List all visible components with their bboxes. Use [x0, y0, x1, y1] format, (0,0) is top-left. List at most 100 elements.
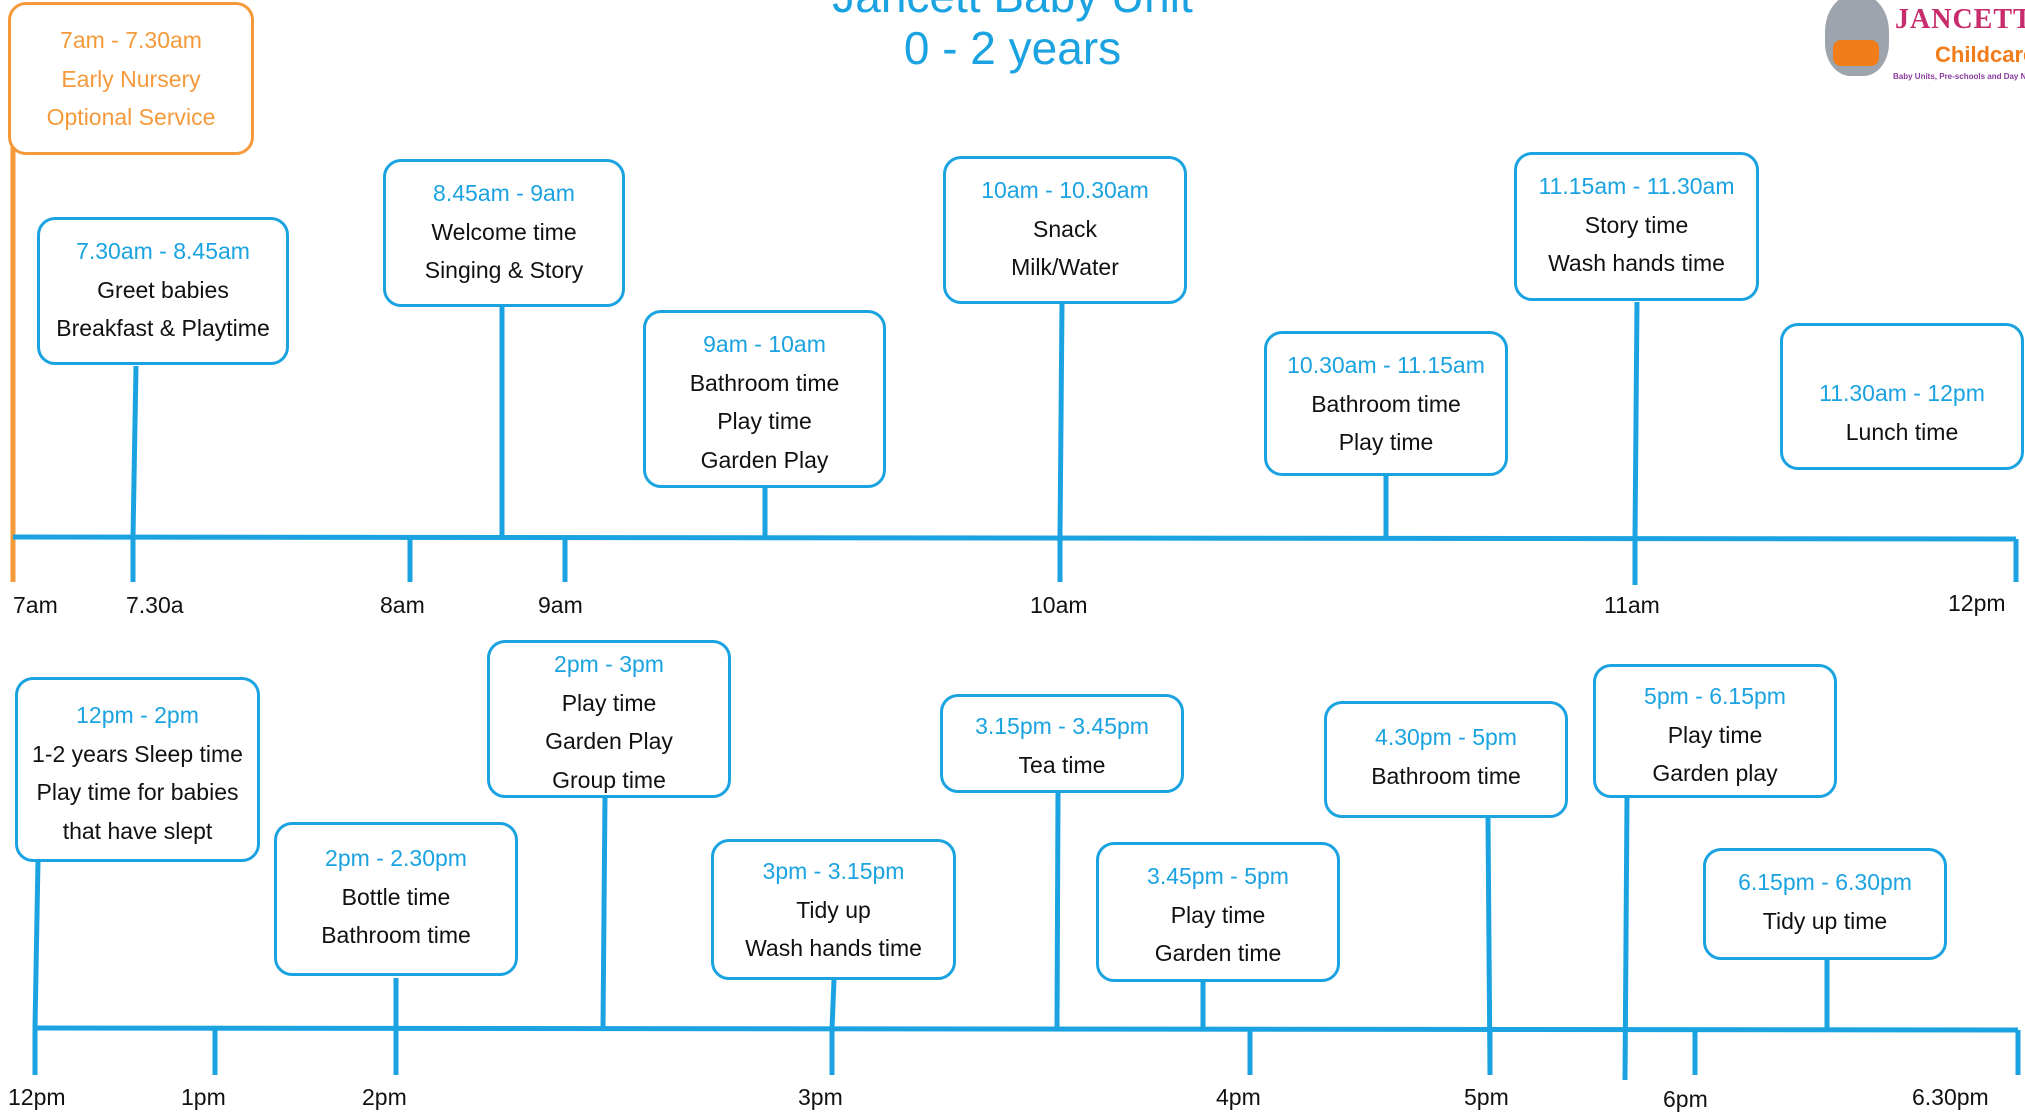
activity-line: Greet babies: [97, 276, 229, 303]
tick-label-8am: 8am: [380, 592, 425, 618]
activity-box-tidy-615: 6.15pm - 6.30pm Tidy up time: [1703, 848, 1947, 960]
activity-line: Wash hands time: [745, 935, 922, 961]
activity-time: 11.15am - 11.30am: [1538, 173, 1735, 199]
activity-line: Play time: [717, 408, 812, 434]
activity-box-greet: 7.30am - 8.45am Greet babies Breakfast &…: [37, 217, 289, 365]
activity-box-welcome: 8.45am - 9am Welcome time Singing & Stor…: [383, 159, 625, 307]
activity-line: Story time: [1584, 211, 1689, 238]
activity-line: Singing & Story: [424, 257, 584, 283]
early-nursery-line-1: Early Nursery: [61, 65, 201, 92]
activity-time: 9am - 10am: [703, 331, 826, 357]
activity-time: 5pm - 6.15pm: [1644, 683, 1786, 709]
connector-sleep: [32, 859, 41, 1029]
tick-label-3pm: 3pm: [798, 1084, 843, 1110]
activity-time: 10.30am - 11.15am: [1287, 352, 1485, 378]
page-subtitle: 0 - 2 years: [903, 22, 1122, 74]
activity-time: 4.30pm - 5pm: [1375, 724, 1517, 750]
activity-box-bathroom-am: 9am - 10am Bathroom time Play time Garde…: [643, 310, 886, 488]
tick-label-7am: 7am: [13, 592, 58, 618]
activity-line: Garden play: [1652, 760, 1778, 786]
activity-box-play-345: 3.45pm - 5pm Play time Garden time: [1096, 842, 1340, 982]
connector-greet: [130, 365, 139, 538]
activity-line: Bathroom time: [689, 369, 840, 396]
activity-line: Play time for babies: [36, 779, 239, 805]
activity-box-story: 11.15am - 11.30am Story time Wash hands …: [1514, 152, 1759, 301]
tick-label-11am: 11am: [1604, 592, 1660, 618]
early-nursery-time: 7am - 7.30am: [60, 27, 202, 53]
activity-time: 10am - 10.30am: [981, 177, 1149, 203]
logo-brand-bottom: Childcare: [1935, 42, 2025, 67]
connector-tea: [1054, 791, 1061, 1030]
logo-tagline: Baby Units, Pre-schools and Day Nurserie…: [1893, 72, 2025, 81]
activity-time: 2pm - 2.30pm: [325, 845, 467, 871]
activity-line: Garden Play: [545, 728, 673, 754]
activity-time: 7.30am - 8.45am: [76, 238, 250, 264]
connector-tidy: [829, 979, 837, 1030]
activity-line: Lunch time: [1845, 418, 1959, 445]
activity-box-play-5pm: 5pm - 6.15pm Play time Garden play: [1593, 664, 1837, 798]
activity-line: Play time: [561, 689, 657, 716]
activity-line: 1-2 years Sleep time: [32, 740, 243, 767]
tick-label-10am: 10am: [1030, 592, 1088, 618]
activity-time: 8.45am - 9am: [433, 180, 575, 206]
jancett-logo: JANCETT Childcare Baby Units, Pre-school…: [1815, 0, 2025, 92]
activity-line: Tidy up time: [1762, 907, 1888, 934]
tick-label-12pm-bottom: 12pm: [8, 1084, 66, 1110]
activity-box-bottle: 2pm - 2.30pm Bottle time Bathroom time: [274, 822, 518, 976]
tick-label-12pm: 12pm: [1948, 590, 2006, 616]
activity-box-play-2pm: 2pm - 3pm Play time Garden Play Group ti…: [487, 640, 731, 798]
connector-play-2pm: [600, 795, 608, 1029]
connector-story: [1632, 301, 1640, 539]
activity-line: Play time: [1667, 721, 1763, 748]
page-title: Jancett Baby Unit: [0, 0, 2025, 22]
logo-brand-top: JANCETT: [1895, 4, 2025, 35]
activity-time: 12pm - 2pm: [76, 702, 199, 728]
activity-time: 3.45pm - 5pm: [1147, 863, 1289, 889]
mascot-shirt: [1833, 40, 1879, 66]
activity-line: Bottle time: [341, 883, 451, 910]
activity-box-bathroom-late-am: 10.30am - 11.15am Bathroom time Play tim…: [1264, 331, 1508, 476]
tick-label-630pm: 6.30pm: [1912, 1084, 1989, 1110]
activity-box-tea: 3.15pm - 3.45pm Tea time: [940, 694, 1184, 793]
activity-box-sleep: 12pm - 2pm 1-2 years Sleep time Play tim…: [15, 677, 260, 862]
early-nursery-line-2: Optional Service: [46, 104, 216, 130]
activity-line: Garden time: [1154, 940, 1282, 966]
activity-box-snack: 10am - 10.30am Snack Milk/Water: [943, 156, 1187, 304]
activity-time: 3.15pm - 3.45pm: [975, 713, 1149, 739]
connector-play-5pm: [1622, 796, 1630, 1081]
tick-label-4pm: 4pm: [1216, 1084, 1261, 1110]
activity-line: Bathroom time: [321, 922, 471, 948]
activity-line: Tea time: [1018, 751, 1106, 778]
activity-line: Wash hands time: [1548, 250, 1725, 276]
activity-line: Snack: [1033, 215, 1097, 242]
tick-label-9am: 9am: [538, 592, 583, 618]
morning-axis: [12, 534, 2017, 542]
activity-time: 3pm - 3.15pm: [762, 858, 905, 884]
activity-time: 6.15pm - 6.30pm: [1738, 869, 1912, 895]
activity-line: Bathroom time: [1371, 762, 1521, 789]
activity-time: 11.30am - 12pm: [1819, 380, 1985, 406]
tick-label-6pm: 6pm: [1663, 1086, 1708, 1112]
activity-box-lunch: 11.30am - 12pm Lunch time: [1780, 323, 2024, 470]
early-nursery-box: 7am - 7.30am Early Nursery Optional Serv…: [8, 2, 254, 155]
activity-box-tidy: 3pm - 3.15pm Tidy up Wash hands time: [711, 839, 956, 980]
connector-bathroom-pm: [1485, 817, 1493, 1076]
activity-box-bathroom-pm: 4.30pm - 5pm Bathroom time: [1324, 701, 1568, 818]
tick-label-2pm: 2pm: [362, 1084, 407, 1110]
activity-line: Welcome time: [431, 218, 577, 245]
activity-line: Tidy up: [796, 896, 871, 923]
connector-snack: [1057, 302, 1065, 539]
activity-line: Play time: [1170, 901, 1266, 928]
tick-label-1pm: 1pm: [181, 1084, 226, 1110]
activity-line: Milk/Water: [1011, 254, 1119, 280]
activity-line: Play time: [1338, 429, 1434, 455]
tick-label-5pm: 5pm: [1464, 1084, 1509, 1110]
afternoon-axis: [34, 1025, 2019, 1033]
activity-time: 2pm - 3pm: [554, 651, 664, 677]
tick-label-730: 7.30a: [126, 592, 184, 618]
activity-line: Breakfast & Playtime: [56, 315, 270, 341]
activity-line: that have slept: [62, 817, 213, 844]
activity-line: Bathroom time: [1311, 390, 1461, 417]
activity-line: Garden Play: [700, 446, 829, 473]
